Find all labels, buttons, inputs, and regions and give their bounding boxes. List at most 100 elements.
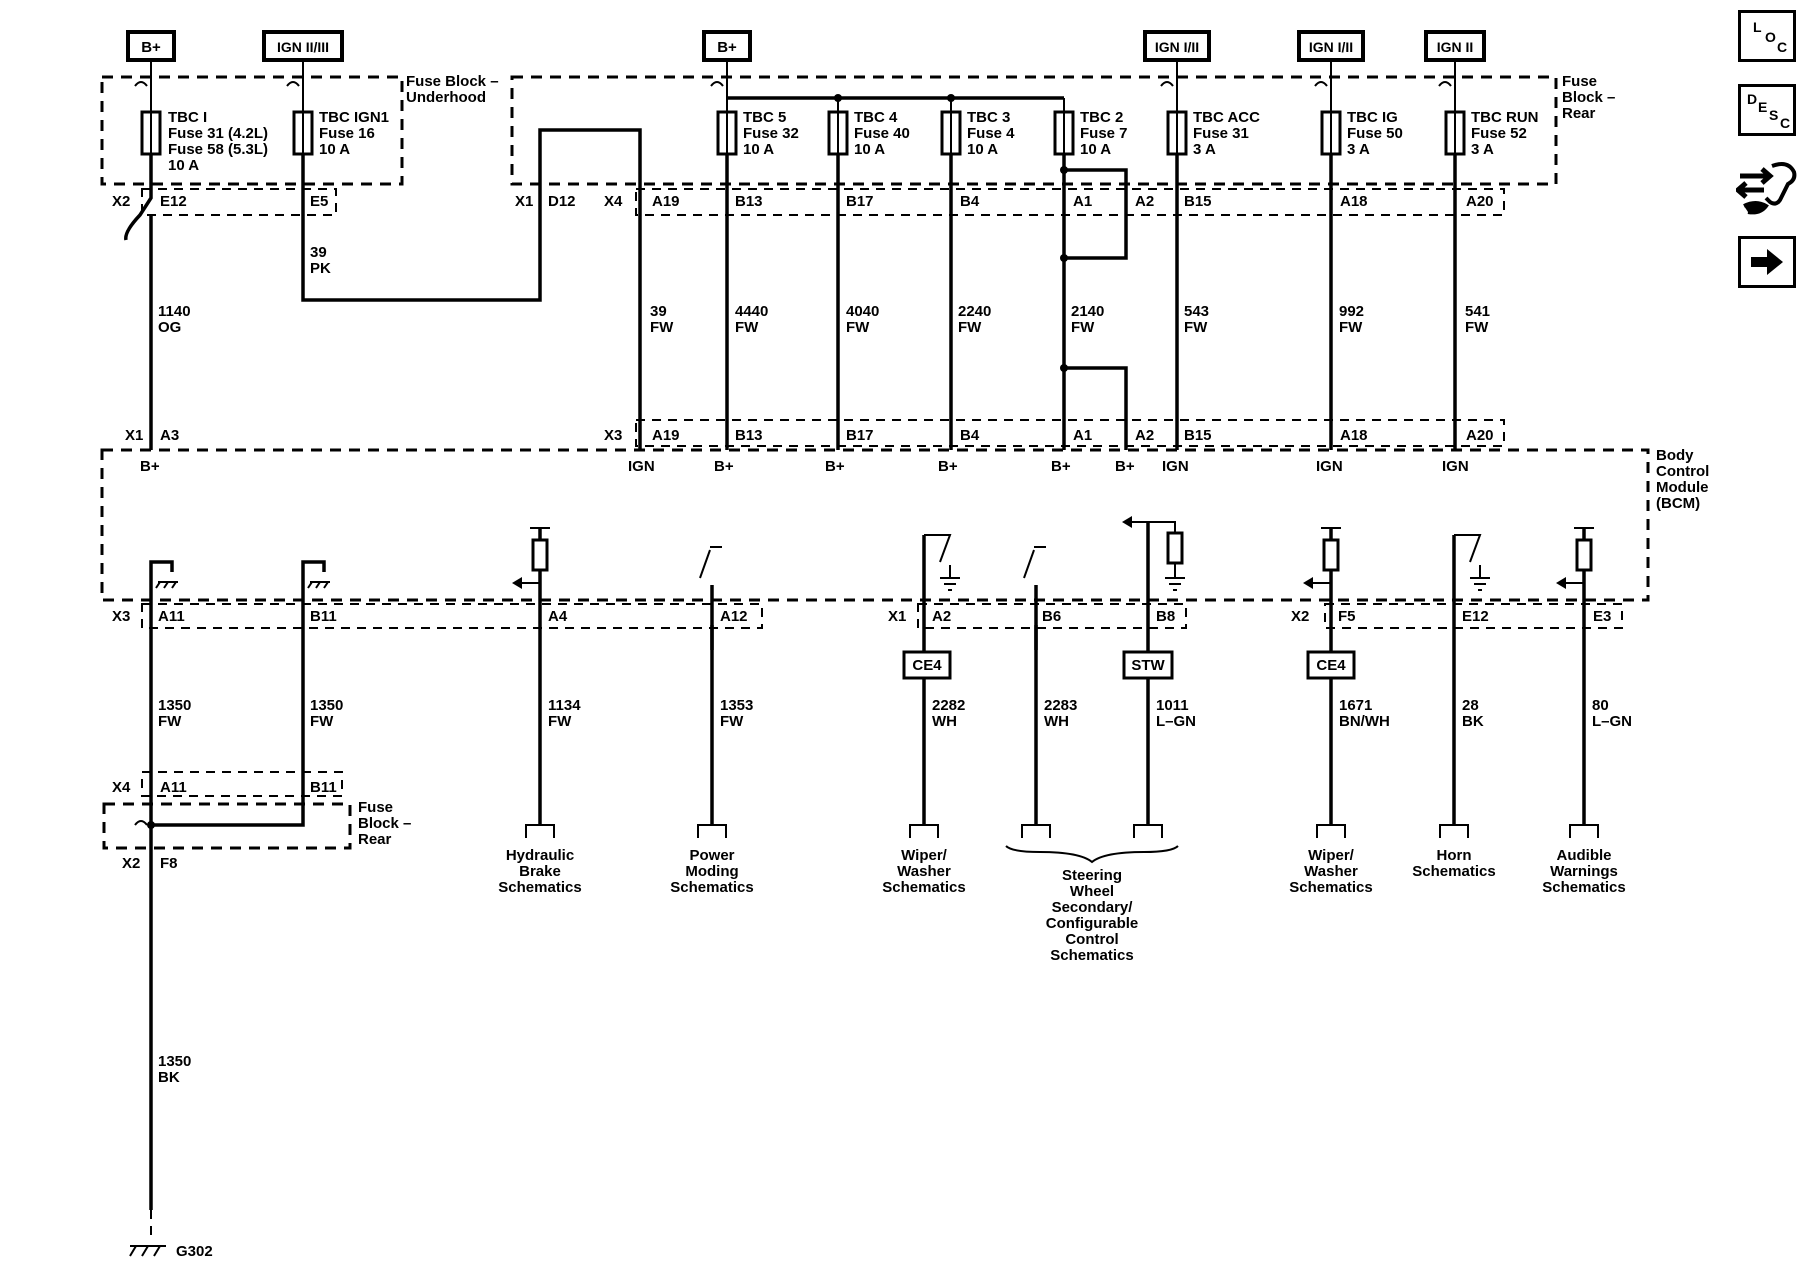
svg-text:B4: B4 <box>960 193 980 210</box>
destination-connectors <box>525 824 1599 864</box>
svg-text:1350: 1350 <box>310 697 343 714</box>
svg-text:A20: A20 <box>1466 193 1494 210</box>
svg-text:Fuse 31: Fuse 31 <box>1193 125 1249 142</box>
svg-text:B+: B+ <box>938 458 958 475</box>
top-connector-labels: X2 E12 E5 X1 D12 X4 A19 B13 B17 B4 A1 A2… <box>112 193 1494 210</box>
svg-text:X4: X4 <box>604 193 623 210</box>
destination-labels: Hydraulic Brake Schematics Power Moding … <box>498 847 1625 964</box>
svg-text:Fuse 31 (4.2L): Fuse 31 (4.2L) <box>168 125 268 142</box>
svg-text:B17: B17 <box>846 427 874 444</box>
svg-text:Block –: Block – <box>358 815 411 832</box>
svg-text:TBC 2: TBC 2 <box>1080 109 1123 126</box>
svg-text:X2: X2 <box>1291 608 1309 625</box>
svg-text:FW: FW <box>310 713 334 730</box>
svg-text:B+: B+ <box>140 458 160 475</box>
svg-text:39: 39 <box>650 303 667 320</box>
svg-text:A11: A11 <box>160 779 187 796</box>
svg-text:X1: X1 <box>125 427 143 444</box>
svg-text:IGN II/III: IGN II/III <box>277 39 329 55</box>
dest-steering-wheel: Steering <box>1062 867 1122 884</box>
svg-text:1011: 1011 <box>1156 697 1189 714</box>
svg-text:STW: STW <box>1131 657 1165 674</box>
wrench-arrows-icon[interactable] <box>1734 156 1798 218</box>
svg-text:B13: B13 <box>735 427 763 444</box>
svg-text:Secondary/: Secondary/ <box>1052 899 1134 916</box>
svg-text:Wheel: Wheel <box>1070 883 1114 900</box>
ground-g302-icon: G302 <box>129 1243 213 1260</box>
fuse-block-underhood-label: Fuse Block – <box>406 73 499 90</box>
svg-text:Fuse 50: Fuse 50 <box>1347 125 1403 142</box>
svg-text:Washer: Washer <box>897 863 951 880</box>
svg-text:TBC 3: TBC 3 <box>967 109 1010 126</box>
svg-text:Warnings: Warnings <box>1550 863 1618 880</box>
svg-text:Brake: Brake <box>519 863 561 880</box>
svg-text:B+: B+ <box>1051 458 1071 475</box>
connector-x3-bcm-top <box>635 419 1505 447</box>
svg-text:TBC 5: TBC 5 <box>743 109 786 126</box>
svg-text:28: 28 <box>1462 697 1479 714</box>
svg-text:BK: BK <box>158 1069 180 1086</box>
svg-text:IGN: IGN <box>1316 458 1343 475</box>
svg-text:Schematics: Schematics <box>882 879 965 896</box>
svg-text:IGN I/II: IGN I/II <box>1155 39 1199 55</box>
svg-text:X1: X1 <box>515 193 533 210</box>
svg-text:OG: OG <box>158 319 181 336</box>
svg-text:FW: FW <box>720 713 744 730</box>
supply-box-ign-i-ii-1: IGN I/II <box>1143 30 1211 62</box>
inline-box-ce4-1: CE4 <box>902 650 952 680</box>
dest-power-moding: Power <box>689 847 734 864</box>
svg-text:FW: FW <box>1339 319 1363 336</box>
svg-text:A18: A18 <box>1340 193 1368 210</box>
svg-text:Fuse: Fuse <box>358 799 393 816</box>
svg-text:X2: X2 <box>122 855 140 872</box>
svg-text:2140: 2140 <box>1071 303 1104 320</box>
svg-text:FW: FW <box>650 319 674 336</box>
svg-text:Schematics: Schematics <box>670 879 753 896</box>
svg-text:TBC ACC: TBC ACC <box>1193 109 1260 126</box>
supply-box-b-plus-2: B+ <box>702 30 752 62</box>
svg-text:BK: BK <box>1462 713 1484 730</box>
svg-text:Body: Body <box>1656 447 1694 464</box>
connector-x3-bcm-bottom <box>141 603 763 629</box>
svg-text:Schematics: Schematics <box>1412 863 1495 880</box>
svg-text:10 A: 10 A <box>168 157 199 174</box>
svg-text:B8: B8 <box>1156 608 1175 625</box>
svg-text:X3: X3 <box>604 427 622 444</box>
connector-x4-lower <box>141 771 343 797</box>
bcm-pin-labels: B+ IGN B+ B+ B+ B+ B+ IGN IGN IGN <box>140 458 1469 475</box>
svg-text:E12: E12 <box>1462 608 1489 625</box>
svg-text:L–GN: L–GN <box>1592 713 1632 730</box>
body-control-module <box>100 448 1650 602</box>
svg-text:Fuse 52: Fuse 52 <box>1471 125 1527 142</box>
svg-text:3 A: 3 A <box>1471 141 1494 158</box>
svg-text:IGN: IGN <box>1162 458 1189 475</box>
svg-text:A4: A4 <box>548 608 568 625</box>
svg-text:Washer: Washer <box>1304 863 1358 880</box>
bottom-wire-labels: 1350 FW 1350 FW 1134 FW 1353 FW 2282 WH … <box>158 697 1632 730</box>
svg-text:4040: 4040 <box>846 303 879 320</box>
desc-button[interactable]: D E S C <box>1738 84 1796 136</box>
svg-text:A1: A1 <box>1073 427 1092 444</box>
svg-text:X3: X3 <box>112 608 130 625</box>
x4-labels: X4 A11 B11 X2 F8 <box>112 779 337 872</box>
svg-text:B+: B+ <box>717 39 737 56</box>
fuse-block-rear <box>510 75 1558 186</box>
svg-text:TBC IGN1: TBC IGN1 <box>319 109 389 126</box>
bcm-connector-labels: X1 A3 X3 A19 B13 B17 B4 A1 A2 B15 A18 A2… <box>125 427 1494 444</box>
svg-text:Module: Module <box>1656 479 1709 496</box>
svg-text:10 A: 10 A <box>743 141 774 158</box>
bottom-wires <box>149 600 1586 1210</box>
svg-text:CE4: CE4 <box>1316 657 1346 674</box>
svg-text:A1: A1 <box>1073 193 1092 210</box>
svg-text:FW: FW <box>958 319 982 336</box>
supply-box-ign-ii-iii: IGN II/III <box>262 30 344 62</box>
next-page-button[interactable] <box>1738 236 1796 288</box>
svg-text:1671: 1671 <box>1339 697 1372 714</box>
svg-text:B11: B11 <box>310 779 337 796</box>
svg-text:Rear: Rear <box>1562 105 1596 122</box>
svg-text:TBC RUN: TBC RUN <box>1471 109 1539 126</box>
fuse-block-rear-lower <box>102 802 352 850</box>
fuse-block-rear-lower-label: Fuse Block – Rear <box>358 799 411 848</box>
loc-button[interactable]: L O C <box>1738 10 1796 62</box>
svg-text:E3: E3 <box>1593 608 1611 625</box>
